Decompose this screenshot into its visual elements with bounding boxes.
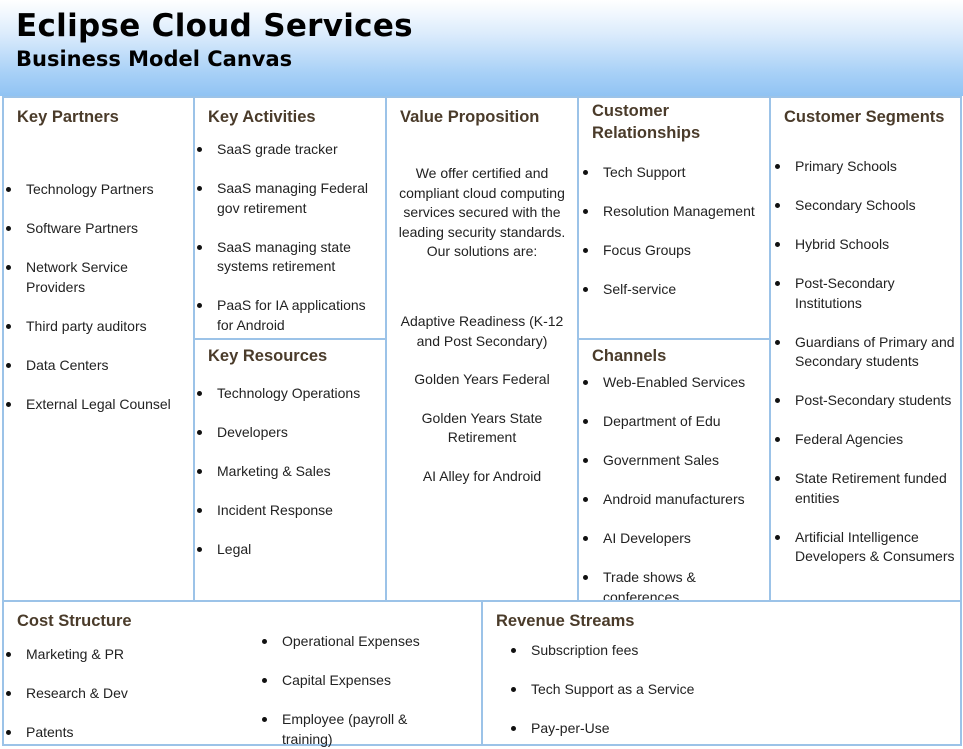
customer-relationships-title: Customer Relationships (592, 102, 701, 142)
list-item: Legal (195, 540, 380, 560)
list-item: SaaS grade tracker (195, 140, 380, 160)
canvas-header: Eclipse Cloud Services Business Model Ca… (0, 0, 963, 96)
list-item: Data Centers (4, 356, 189, 376)
value-proposition-solutions: Adaptive Readiness (K-12 and Post Second… (391, 312, 573, 486)
list-item: Artificial Intelligence Developers & Con… (773, 528, 961, 567)
value-proposition-title: Value Proposition (400, 108, 540, 126)
list-item: Secondary Schools (773, 196, 961, 216)
list-item: Marketing & Sales (195, 462, 380, 482)
value-proposition-solution: Adaptive Readiness (K-12 and Post Second… (400, 313, 564, 349)
value-proposition-solution: Golden Years Federal (414, 371, 550, 387)
page-subtitle: Business Model Canvas (16, 47, 293, 71)
list-item: State Retirement funded entities (773, 469, 961, 508)
list-item: Focus Groups (581, 241, 769, 261)
list-item: Network Service Providers (4, 258, 189, 297)
list-item: Post-Secondary students (773, 391, 961, 411)
list-item: Android manufacturers (581, 490, 769, 510)
list-item: Tech Support (581, 163, 769, 183)
list-item: Guardians of Primary and Secondary stude… (773, 333, 961, 372)
channels-title: Channels (592, 347, 667, 365)
customer-segments-title: Customer Segments (784, 108, 945, 126)
list-item: Third party auditors (4, 317, 189, 337)
revenue-streams-title: Revenue Streams (496, 612, 635, 630)
cost-structure-title: Cost Structure (17, 612, 132, 630)
list-item: Technology Partners (4, 180, 189, 200)
list-item: Incident Response (195, 501, 380, 521)
list-item: Government Sales (581, 451, 769, 471)
value-proposition-section: Value Proposition We offer certified and… (385, 96, 579, 602)
key-resources-title: Key Resources (208, 347, 328, 365)
key-partners-title: Key Partners (17, 108, 119, 126)
list-item: Patents (4, 723, 234, 743)
cost-structure-section: Cost Structure Marketing & PR Research & … (2, 600, 483, 749)
list-item: Technology Operations (195, 384, 380, 404)
list-item: Resolution Management (581, 202, 769, 222)
list-item: Tech Support as a Service (509, 680, 909, 700)
list-item: Marketing & PR (4, 645, 234, 665)
list-item: Department of Edu (581, 412, 769, 432)
list-item: Software Partners (4, 219, 189, 239)
value-proposition-solution: Golden Years State Retirement (421, 409, 543, 446)
list-item: Hybrid Schools (773, 235, 961, 255)
list-item: Self-service (581, 280, 769, 300)
list-item: Subscription fees (509, 641, 909, 661)
list-item: Federal Agencies (773, 430, 961, 450)
key-activities-title: Key Activities (208, 108, 316, 126)
list-item: Web-Enabled Services (581, 373, 769, 393)
list-item: Developers (195, 423, 380, 443)
list-item: Primary Schools (773, 157, 961, 177)
list-item: Operational Expenses (260, 632, 460, 652)
list-item: Pay-per-Use (509, 719, 909, 739)
list-item: Post-Secondary Institutions (773, 274, 961, 313)
list-item: Research & Dev (4, 684, 234, 704)
value-proposition-intro: We offer certified and compliant cloud c… (398, 165, 566, 259)
list-item: SaaS managing state systems retirement (195, 238, 380, 277)
list-item: External Legal Counsel (4, 395, 189, 415)
page-title: Eclipse Cloud Services (16, 8, 413, 44)
list-item: SaaS managing Federal gov retirement (195, 179, 380, 218)
list-item: Employee (payroll & training) (260, 710, 460, 749)
list-item: AI Developers (581, 529, 769, 549)
value-proposition-solution: AI Alley for Android (422, 467, 542, 484)
list-item: PaaS for IA applications for Android (195, 296, 380, 335)
list-item: Capital Expenses (260, 671, 460, 691)
